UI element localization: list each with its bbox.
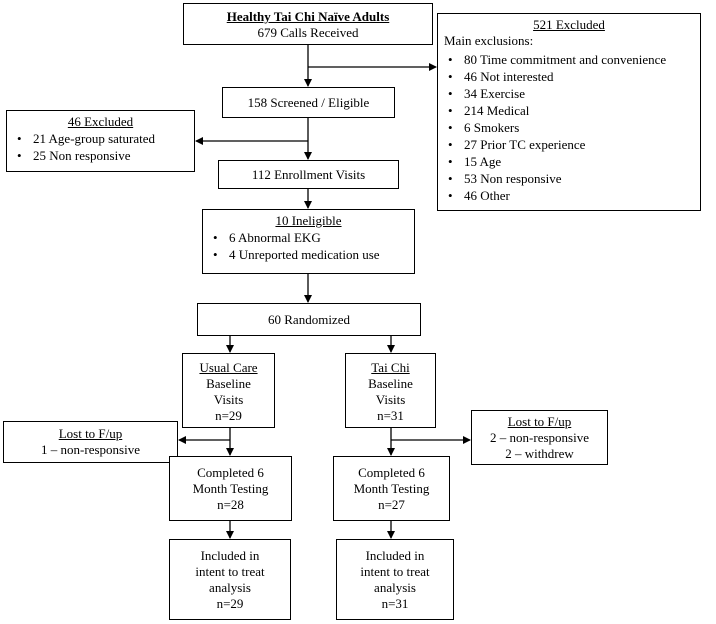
randomized-label: 60 Randomized bbox=[268, 312, 350, 327]
list-item: 53 Non responsive bbox=[444, 170, 694, 187]
box-healthy-adults-subtitle: 679 Calls Received bbox=[257, 25, 359, 40]
itt-right-line2: intent to treat bbox=[360, 564, 430, 579]
completed-right-line1: Completed 6 bbox=[358, 465, 425, 480]
box-healthy-adults: Healthy Tai Chi Naïve Adults 679 Calls R… bbox=[183, 3, 433, 45]
list-item: 6 Abnormal EKG bbox=[209, 229, 408, 246]
list-item: 4 Unreported medication use bbox=[209, 246, 408, 263]
ineligible-list: 6 Abnormal EKG 4 Unreported medication u… bbox=[209, 229, 408, 263]
box-lost-left: Lost to F/up 1 – non-responsive bbox=[3, 421, 178, 463]
box-completed-left: Completed 6 Month Testing n=28 bbox=[169, 456, 292, 521]
completed-left-line2: Month Testing bbox=[192, 481, 269, 496]
itt-left-line3: analysis bbox=[209, 580, 251, 595]
box-randomized: 60 Randomized bbox=[197, 303, 421, 336]
box-itt-right: Included in intent to treat analysis n=3… bbox=[336, 539, 454, 620]
lost-right-line2: 2 – withdrew bbox=[505, 446, 574, 461]
excluded-521-list: 80 Time commitment and convenience 46 No… bbox=[444, 51, 694, 204]
box-completed-right: Completed 6 Month Testing n=27 bbox=[333, 456, 450, 521]
itt-right-n: n=31 bbox=[381, 596, 409, 611]
tai-chi-n: n=31 bbox=[377, 408, 404, 423]
excluded-46-title: 46 Excluded bbox=[67, 114, 134, 129]
list-item: 15 Age bbox=[444, 153, 694, 170]
list-item: 46 Other bbox=[444, 187, 694, 204]
completed-right-line2: Month Testing bbox=[353, 481, 430, 496]
box-usual-care: Usual Care Baseline Visits n=29 bbox=[182, 353, 275, 428]
box-itt-left: Included in intent to treat analysis n=2… bbox=[169, 539, 291, 620]
list-item: 46 Not interested bbox=[444, 68, 694, 85]
itt-left-line1: Included in bbox=[200, 548, 260, 563]
usual-care-n: n=29 bbox=[215, 408, 242, 423]
enrollment-label: 112 Enrollment Visits bbox=[251, 167, 366, 182]
itt-left-line2: intent to treat bbox=[195, 564, 265, 579]
ineligible-title: 10 Ineligible bbox=[275, 213, 342, 228]
box-screened: 158 Screened / Eligible bbox=[222, 87, 395, 118]
box-excluded-46: 46 Excluded 21 Age-group saturated 25 No… bbox=[6, 110, 195, 172]
lost-right-line1: 2 – non-responsive bbox=[490, 430, 589, 445]
itt-left-n: n=29 bbox=[216, 596, 244, 611]
usual-care-title: Usual Care bbox=[199, 360, 258, 375]
list-item: 80 Time commitment and convenience bbox=[444, 51, 694, 68]
box-healthy-adults-title: Healthy Tai Chi Naïve Adults bbox=[226, 9, 390, 24]
lost-left-title: Lost to F/up bbox=[58, 426, 123, 441]
tai-chi-title: Tai Chi bbox=[371, 360, 410, 375]
list-item: 6 Smokers bbox=[444, 119, 694, 136]
list-item: 34 Exercise bbox=[444, 85, 694, 102]
excluded-46-list: 21 Age-group saturated 25 Non responsive bbox=[13, 130, 188, 164]
completed-right-n: n=27 bbox=[378, 497, 405, 512]
completed-left-n: n=28 bbox=[217, 497, 244, 512]
completed-left-line1: Completed 6 bbox=[197, 465, 264, 480]
excluded-521-intro: Main exclusions: bbox=[444, 33, 534, 48]
itt-right-line1: Included in bbox=[365, 548, 425, 563]
tai-chi-line1: Baseline bbox=[368, 376, 413, 391]
box-excluded-521: 521 Excluded Main exclusions: 80 Time co… bbox=[437, 13, 701, 211]
usual-care-line1: Baseline bbox=[206, 376, 251, 391]
screened-label: 158 Screened / Eligible bbox=[247, 95, 370, 110]
list-item: 27 Prior TC experience bbox=[444, 136, 694, 153]
box-ineligible: 10 Ineligible 6 Abnormal EKG 4 Unreporte… bbox=[202, 209, 415, 274]
usual-care-line2: Visits bbox=[213, 392, 244, 407]
list-item: 21 Age-group saturated bbox=[13, 130, 188, 147]
itt-right-line3: analysis bbox=[374, 580, 416, 595]
tai-chi-line2: Visits bbox=[375, 392, 406, 407]
box-enrollment: 112 Enrollment Visits bbox=[218, 160, 399, 189]
list-item: 214 Medical bbox=[444, 102, 694, 119]
box-lost-right: Lost to F/up 2 – non-responsive 2 – with… bbox=[471, 410, 608, 465]
box-tai-chi: Tai Chi Baseline Visits n=31 bbox=[345, 353, 436, 428]
lost-right-title: Lost to F/up bbox=[507, 414, 572, 429]
list-item: 25 Non responsive bbox=[13, 147, 188, 164]
excluded-521-title: 521 Excluded bbox=[533, 17, 605, 32]
lost-left-line1: 1 – non-responsive bbox=[41, 442, 140, 457]
